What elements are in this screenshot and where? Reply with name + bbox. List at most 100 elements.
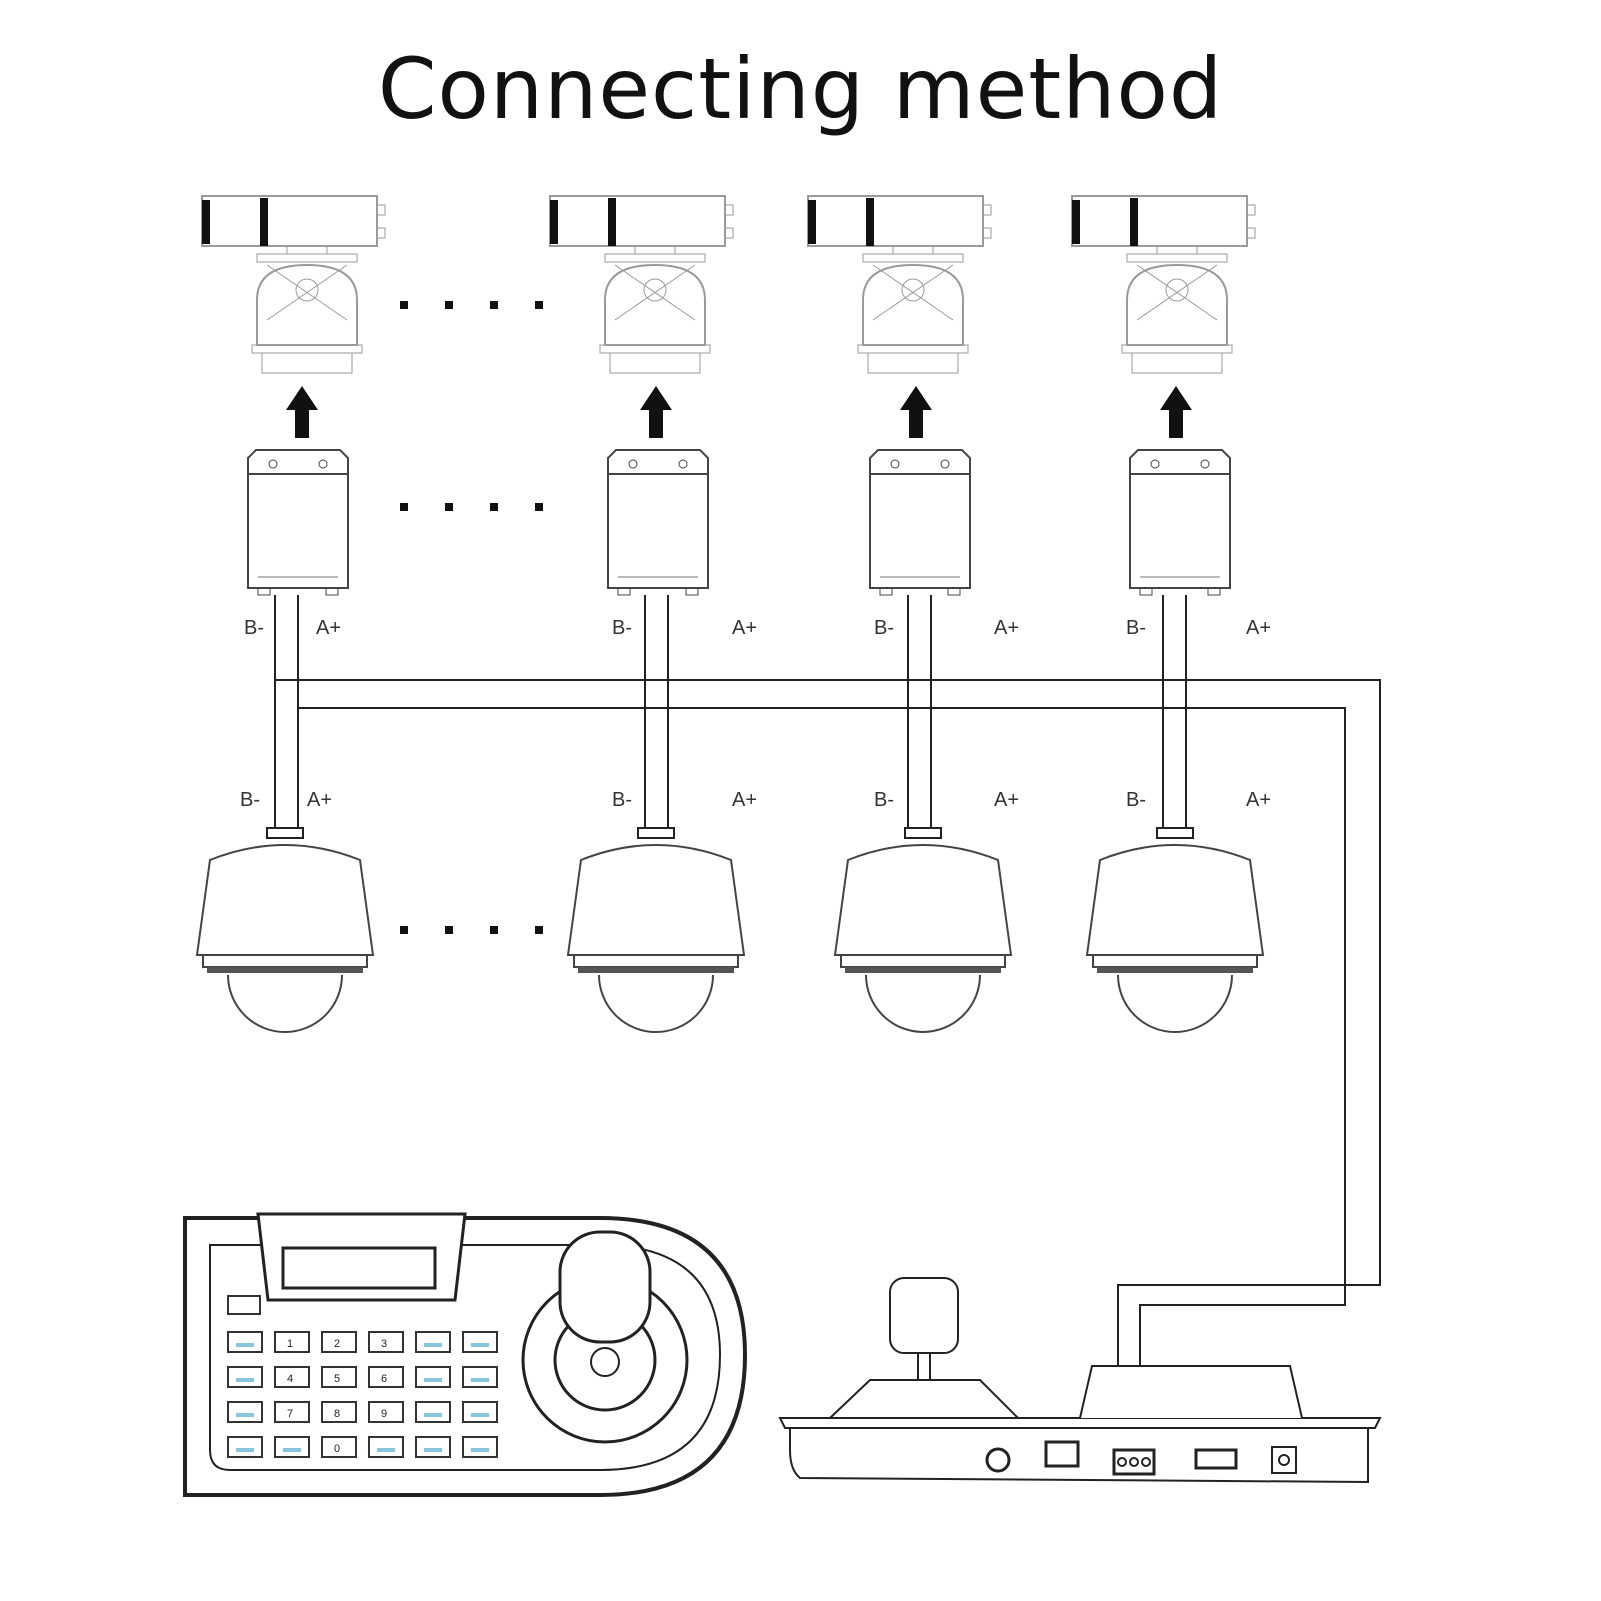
lens-ring — [202, 200, 210, 244]
base — [261, 352, 353, 374]
pan-tilt-head — [862, 263, 964, 346]
ptz-camera — [201, 195, 386, 374]
key-legend — [471, 1378, 489, 1382]
terminal — [879, 587, 893, 596]
dome-band — [845, 967, 1001, 973]
keypad-key-label: 7 — [287, 1408, 293, 1420]
keypad-key-label: 3 — [381, 1338, 387, 1350]
pan-tilt-head — [604, 263, 706, 346]
ptz-camera — [549, 195, 734, 374]
connector — [982, 227, 992, 239]
terminal — [257, 587, 271, 596]
label-a-plus: A+ — [316, 617, 341, 639]
label-b-minus: B- — [244, 617, 264, 639]
ellipsis-dot — [445, 503, 453, 511]
keypad-key — [274, 1401, 310, 1423]
rj45-port — [1044, 1440, 1080, 1468]
terminal — [1139, 587, 1153, 596]
up-arrow-icon — [640, 386, 672, 438]
joystick-base — [590, 1347, 620, 1377]
bracket — [872, 264, 954, 321]
pivot — [643, 278, 667, 302]
label-a-plus: A+ — [307, 789, 332, 811]
keyboard-controller-side — [778, 1277, 1382, 1484]
key-legend — [471, 1343, 489, 1347]
decoder-box — [1129, 449, 1231, 596]
keypad-key — [415, 1366, 451, 1388]
decoder-box — [607, 449, 709, 596]
terminal-screw — [1129, 1457, 1139, 1467]
lens-ring — [608, 198, 616, 246]
mount-plate — [1126, 253, 1228, 263]
terminal-screw — [1117, 1457, 1127, 1467]
ellipsis-dot — [400, 926, 408, 934]
ellipsis-dot — [490, 926, 498, 934]
base-ring — [857, 344, 969, 354]
key-shift — [227, 1295, 261, 1315]
keypad-key — [462, 1401, 498, 1423]
base — [867, 352, 959, 374]
pan-tilt-head — [1126, 263, 1228, 346]
keypad-key — [321, 1401, 357, 1423]
key-legend — [236, 1448, 254, 1452]
label-a-plus: A+ — [1246, 617, 1271, 639]
terminal — [617, 587, 631, 596]
connector — [1246, 227, 1256, 239]
label-a-plus: A+ — [994, 789, 1019, 811]
base-ring — [599, 344, 711, 354]
terminal — [685, 587, 699, 596]
dome-bubble — [1117, 974, 1233, 1033]
decoder-body — [247, 449, 349, 589]
dome-band — [578, 967, 734, 973]
key-legend — [424, 1448, 442, 1452]
camera-body — [201, 195, 378, 247]
connector — [982, 204, 992, 216]
dome-bubble — [865, 974, 981, 1033]
bracket — [266, 264, 348, 321]
keypad-key — [415, 1436, 451, 1458]
keypad-key-label: 2 — [334, 1338, 340, 1350]
connector — [724, 227, 734, 239]
terminal-screw — [1141, 1457, 1151, 1467]
screw-icon — [268, 459, 278, 469]
label-a-plus: A+ — [732, 617, 757, 639]
label-b-minus: B- — [1126, 617, 1146, 639]
decoder-body — [869, 449, 971, 589]
keypad-key — [227, 1366, 263, 1388]
lens-ring — [866, 198, 874, 246]
keypad-key-label: 0 — [334, 1443, 340, 1455]
connector — [724, 204, 734, 216]
key-legend — [471, 1448, 489, 1452]
keypad-key — [368, 1401, 404, 1423]
label-b-minus: B- — [240, 789, 260, 811]
dome-mount — [266, 827, 304, 839]
joystick-handle — [558, 1230, 652, 1344]
decoder-box — [869, 449, 971, 596]
joystick-boot — [829, 1379, 1019, 1419]
lens-ring — [260, 198, 268, 246]
speed-dome-camera — [566, 827, 746, 1033]
decoder-box — [247, 449, 349, 596]
connector — [1246, 204, 1256, 216]
rs485-terminal — [1112, 1448, 1156, 1476]
screw-icon — [318, 459, 328, 469]
lens-ring — [1072, 200, 1080, 244]
mount-plate — [256, 253, 358, 263]
label-a-plus: A+ — [732, 789, 757, 811]
label-a-plus: A+ — [1246, 789, 1271, 811]
diagram-title: Connecting method — [377, 40, 1224, 138]
keypad-key — [321, 1331, 357, 1353]
key-legend — [424, 1343, 442, 1347]
keypad-key — [368, 1331, 404, 1353]
rs485-bus — [274, 595, 1381, 1460]
dome-housing — [833, 844, 1013, 956]
pivot — [901, 278, 925, 302]
up-arrow-icon — [1160, 386, 1192, 438]
dome-bubble — [227, 974, 343, 1033]
screw-icon — [1150, 459, 1160, 469]
keypad-key-label: 8 — [334, 1408, 340, 1420]
camera-body — [807, 195, 984, 247]
keypad-key — [368, 1436, 404, 1458]
dome-housing — [566, 844, 746, 956]
